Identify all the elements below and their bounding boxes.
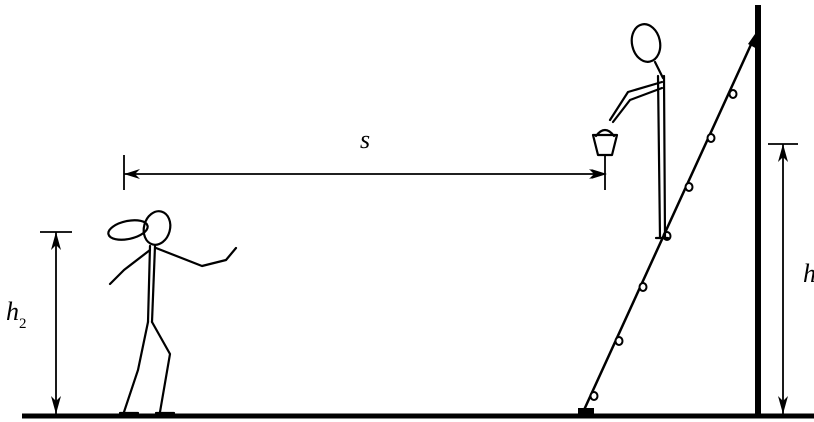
ladder (578, 34, 759, 415)
ladder-top-tip (748, 34, 759, 50)
thrower-head (142, 210, 172, 246)
ladder-height-dimension (768, 143, 798, 414)
ladder-person-head (630, 23, 662, 63)
thrower-height-dimension (40, 231, 72, 414)
thrower-height-label: h2 (6, 297, 27, 332)
person-on-ladder (591, 23, 670, 240)
thrown-object (107, 219, 149, 241)
person-thrower (107, 210, 238, 415)
distance-label: s (360, 125, 370, 154)
ladder-rungs (589, 89, 738, 401)
bucket (591, 133, 619, 157)
ladder-foot (578, 408, 594, 415)
ladder-height-label: h (803, 259, 814, 288)
distance-dimension (123, 155, 607, 190)
